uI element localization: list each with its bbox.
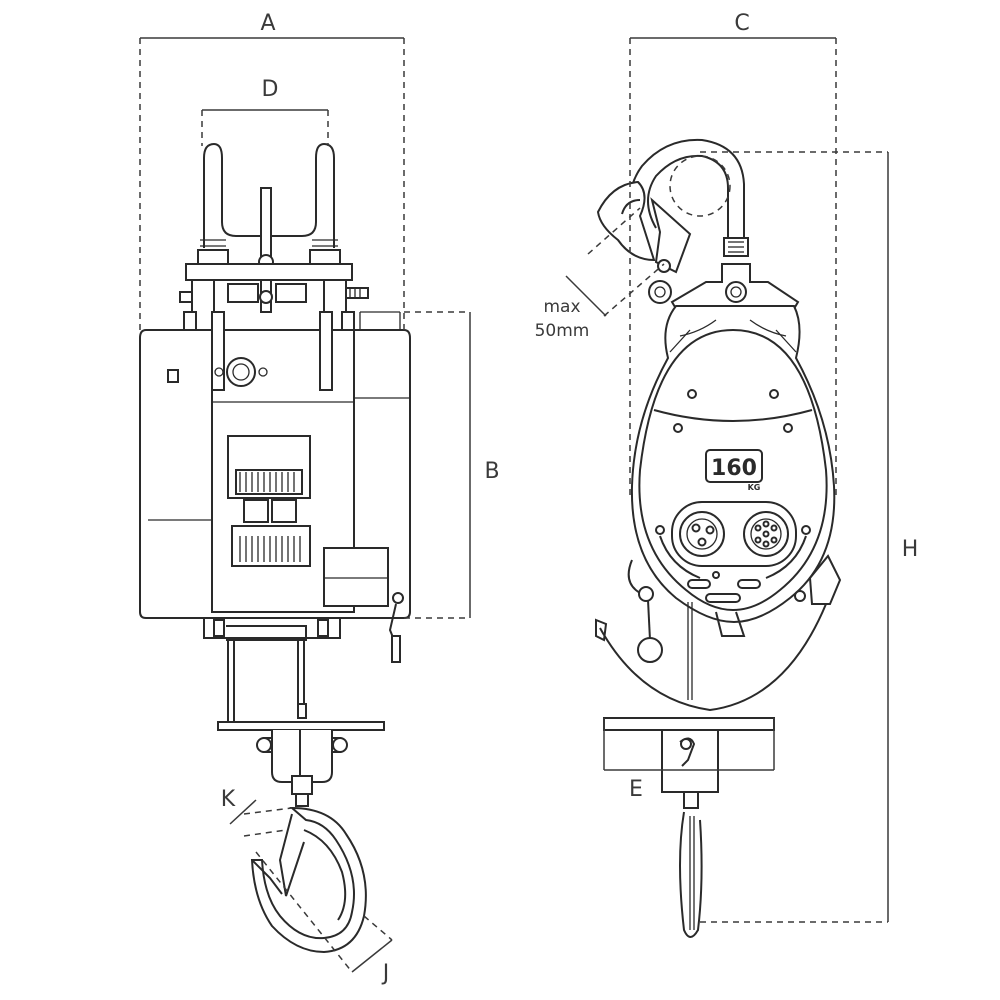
dimension-e-label: E: [629, 777, 643, 802]
side-lower-plate: [603, 717, 775, 793]
side-view: 160 KG: [595, 138, 842, 938]
dimension-c-label: C: [734, 11, 749, 36]
clearance-note-line1: max: [543, 297, 580, 317]
front-lower-plate: [217, 721, 385, 731]
side-lower-mechanism: [595, 554, 842, 712]
front-top-frame: [179, 263, 369, 341]
front-center-plate: [258, 187, 274, 313]
clearance-note-line2: 50mm: [535, 321, 590, 341]
front-bottom-bracket: [203, 617, 341, 722]
dimension-j-label: J: [381, 961, 390, 986]
dimension-h-label: H: [902, 537, 919, 562]
front-hook-swivel: [256, 730, 348, 807]
clearance-line: [565, 275, 607, 317]
capacity-unit: KG: [748, 483, 761, 492]
side-connector-panel: [671, 501, 797, 567]
front-view: [139, 142, 411, 954]
side-top-hook: [596, 138, 749, 304]
dimension-k-label: K: [221, 787, 236, 812]
dimension-lines: [139, 37, 889, 973]
side-hook: [679, 791, 703, 938]
dimension-k-line: [229, 799, 257, 825]
capacity-badge: 160 KG: [705, 449, 763, 492]
dimension-j-line: [351, 939, 393, 973]
front-side-box: [323, 547, 404, 663]
front-hook: [250, 806, 367, 954]
side-vent-slots: [659, 535, 807, 603]
front-cable-drum: [227, 435, 311, 567]
dimension-b-label: B: [484, 459, 499, 484]
dimension-a-label: A: [260, 11, 275, 36]
dimension-d-label: D: [262, 77, 279, 102]
dimension-labels: A D B C H E K J max 50mm: [221, 11, 918, 986]
capacity-value: 160: [711, 456, 757, 481]
